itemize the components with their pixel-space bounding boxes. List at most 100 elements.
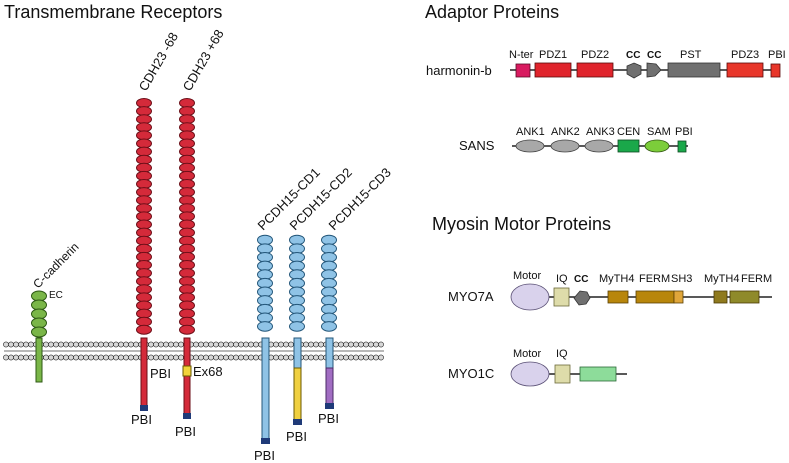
harmonin-pbi-label: PBI	[768, 49, 786, 61]
lipid-head	[3, 354, 9, 361]
cdh23-minus68-pbi-bottom: PBI	[131, 412, 152, 427]
myo7a-ferm-domain	[635, 290, 675, 304]
lipid-head	[243, 341, 249, 348]
cdh23-plus68-domains	[179, 98, 195, 335]
lipid-head	[48, 354, 54, 361]
lipid-head	[318, 354, 324, 361]
lipid-head	[198, 354, 204, 361]
lipid-head	[173, 341, 179, 348]
lipid-head	[123, 341, 129, 348]
lipid-head	[193, 341, 199, 348]
cdh23-plus68-pbi-tag	[183, 413, 191, 419]
lipid-head	[48, 341, 54, 348]
sans-name: SANS	[459, 138, 495, 153]
lipid-head	[103, 341, 109, 348]
lipid-head	[253, 354, 259, 361]
lipid-head	[168, 341, 174, 348]
lipid-head	[338, 354, 344, 361]
lipid-head	[8, 354, 14, 361]
cdh23-minus68-pbi-label: PBI	[150, 366, 171, 381]
lipid-head	[348, 354, 354, 361]
lipid-head	[68, 354, 74, 361]
harmonin-pst-domain	[667, 62, 721, 78]
lipid-head	[233, 354, 239, 361]
lipid-head	[133, 341, 139, 348]
myo1c-name: MYO1C	[448, 366, 494, 381]
lipid-head	[273, 341, 279, 348]
lipid-head	[13, 354, 19, 361]
lipid-head	[373, 354, 379, 361]
sans-ank2-label: ANK2	[551, 126, 580, 138]
lipid-head	[93, 341, 99, 348]
harmonin-b-domain-map: harmonin-b N-ter PDZ1 PDZ2 CC CC PST PDZ…	[426, 49, 786, 79]
lipid-head	[343, 354, 349, 361]
pcdh15-cd3-tail	[325, 367, 334, 405]
lipid-head	[363, 354, 369, 361]
lipid-head	[223, 341, 229, 348]
lipid-head	[378, 341, 384, 348]
myo7a-iq-label: IQ	[556, 273, 568, 285]
lipid-head	[113, 354, 119, 361]
ex68-label: Ex68	[193, 364, 223, 379]
lipid-head	[338, 341, 344, 348]
lipid-head	[308, 341, 314, 348]
lipid-head	[78, 354, 84, 361]
lipid-head	[18, 354, 24, 361]
myo7a-domain-map: MYO7A Motor IQ CC MyTH4 FERM SH3 MyTH4 F…	[448, 270, 772, 311]
lipid-head	[133, 354, 139, 361]
lipid-head	[343, 341, 349, 348]
cdh23-plus68-stalk	[183, 337, 191, 417]
pcdh15-cd1-stalk	[261, 337, 270, 443]
lipid-head	[163, 341, 169, 348]
lipid-head	[158, 341, 164, 348]
pcdh15-cd1-domains	[257, 234, 273, 332]
lipid-head	[168, 354, 174, 361]
c-cadherin-ec-domains	[31, 290, 47, 338]
lipid-head	[253, 341, 259, 348]
lipid-head	[238, 354, 244, 361]
lipid-head	[313, 354, 319, 361]
lipid-head	[128, 354, 134, 361]
cadherin-repeat	[179, 324, 195, 335]
lipid-head	[358, 341, 364, 348]
pcdh15-cd3-domains	[321, 234, 337, 332]
myo7a-sh3-domain	[673, 290, 684, 304]
lipid-head	[153, 354, 159, 361]
myo7a-motor-domain	[510, 283, 550, 311]
ec-label: EC	[49, 290, 63, 301]
lipid-head	[208, 354, 214, 361]
lipid-head	[213, 341, 219, 348]
harmonin-cc1-domain	[626, 62, 642, 79]
lipid-head	[333, 341, 339, 348]
sans-pbi-label: PBI	[675, 126, 693, 138]
lipid-head	[218, 354, 224, 361]
heading-adaptor: Adaptor Proteins	[425, 2, 559, 22]
lipid-head	[3, 341, 9, 348]
lipid-head	[358, 354, 364, 361]
lipid-head	[333, 354, 339, 361]
cadherin-repeat	[257, 321, 273, 332]
sans-sam-label: SAM	[647, 126, 671, 138]
lipid-head	[203, 341, 209, 348]
lipid-head	[243, 354, 249, 361]
lipid-head	[23, 341, 29, 348]
lipid-head	[283, 354, 289, 361]
lipid-head	[178, 341, 184, 348]
pcdh15-cd2-tail	[293, 367, 302, 421]
lipid-head	[208, 341, 214, 348]
pcdh15-cd2-pbi-bottom: PBI	[286, 429, 307, 444]
cdh23-plus68-label: CDH23 +68	[180, 27, 227, 94]
ex68-insert	[182, 365, 192, 377]
myo7a-cc-domain	[573, 290, 591, 306]
cdh23-plus68-pbi-bottom: PBI	[175, 424, 196, 439]
lipid-head	[373, 341, 379, 348]
lipid-head	[233, 341, 239, 348]
harmonin-nter-domain	[515, 63, 531, 78]
lipid-head	[123, 354, 129, 361]
lipid-head	[353, 341, 359, 348]
lipid-head	[368, 341, 374, 348]
lipid-head	[28, 354, 34, 361]
myo7a-name: MYO7A	[448, 289, 494, 304]
myo7a-sh3-label: SH3	[671, 273, 692, 285]
